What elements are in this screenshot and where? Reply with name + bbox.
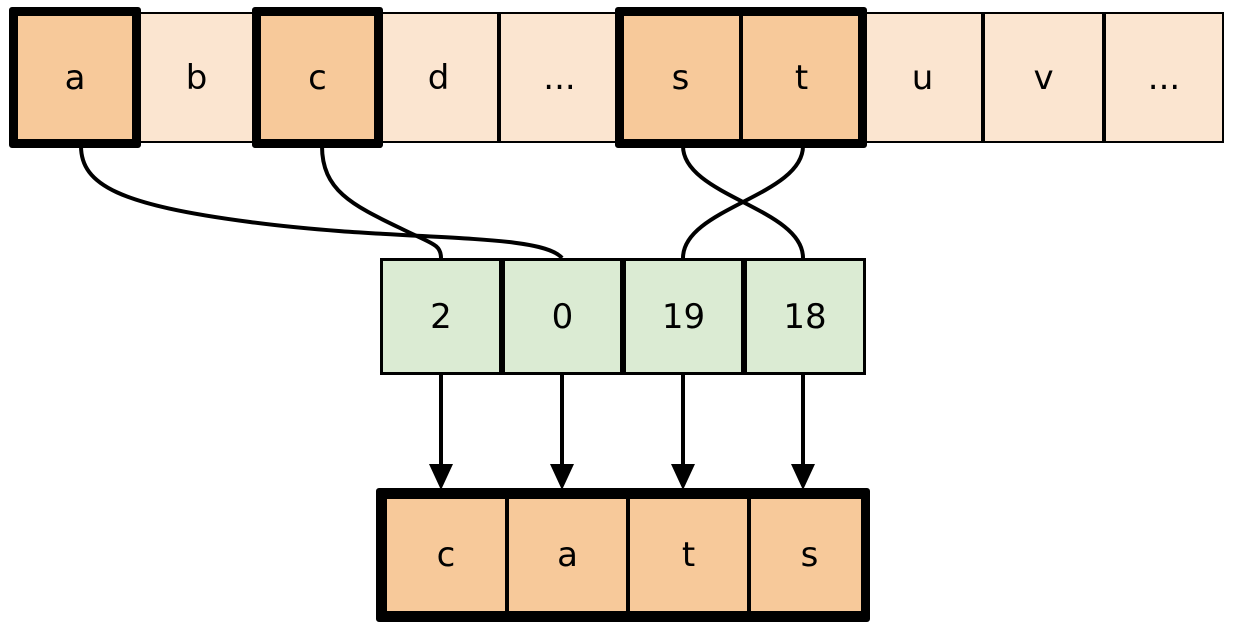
vocab-cell-d-label: d bbox=[427, 57, 450, 98]
output-cell-t[interactable]: t bbox=[628, 497, 749, 613]
index-cell-2[interactable]: 19 bbox=[623, 258, 744, 375]
output-cell-s[interactable]: s bbox=[749, 497, 870, 613]
vocab-cell-d[interactable]: d bbox=[378, 12, 499, 143]
output-cell-c[interactable]: c bbox=[385, 497, 507, 613]
index-cell-3-label: 18 bbox=[783, 296, 827, 337]
output-cell-c-label: c bbox=[436, 535, 456, 575]
vocab-cell-v-label: v bbox=[1033, 57, 1054, 98]
vocab-cell-ellipsis-right[interactable]: ... bbox=[1104, 12, 1224, 143]
index-cell-2-label: 19 bbox=[661, 296, 706, 337]
index-cell-0[interactable]: 2 bbox=[380, 258, 502, 375]
index-cell-0-label: 2 bbox=[430, 296, 452, 337]
vocab-cell-b-label: b bbox=[185, 57, 208, 98]
curve-a-to-index-0 bbox=[79, 145, 564, 260]
vocab-cell-ellipsis-left-label: ... bbox=[543, 57, 576, 98]
output-cell-a-label: a bbox=[557, 535, 578, 575]
vocab-cell-ellipsis-left[interactable]: ... bbox=[499, 12, 620, 143]
vocab-cell-s-label: s bbox=[671, 57, 690, 98]
arrow-index-2-to-output-t bbox=[671, 375, 695, 490]
curve-c-to-index-2 bbox=[320, 145, 443, 259]
index-cell-1[interactable]: 0 bbox=[502, 258, 623, 375]
arrow-index-0-to-output-c bbox=[429, 375, 453, 490]
vocab-cell-c[interactable]: c bbox=[257, 12, 378, 143]
vocab-cell-u-label: u bbox=[911, 57, 934, 98]
curve-t-to-index-19 bbox=[681, 145, 805, 259]
output-cell-t-label: t bbox=[681, 535, 696, 575]
vocab-cell-a[interactable]: a bbox=[14, 12, 136, 143]
vocab-cell-c-label: c bbox=[308, 57, 327, 98]
output-cell-a[interactable]: a bbox=[507, 497, 628, 613]
arrow-index-1-to-output-a bbox=[550, 375, 574, 490]
index-cell-1-label: 0 bbox=[551, 296, 574, 337]
vocab-cell-a-label: a bbox=[64, 57, 86, 98]
arrow-index-3-to-output-s bbox=[791, 375, 815, 490]
vocab-cell-ellipsis-right-label: ... bbox=[1147, 57, 1181, 98]
index-cell-3[interactable]: 18 bbox=[744, 258, 866, 375]
vocab-cell-v[interactable]: v bbox=[983, 12, 1104, 143]
vocab-cell-u[interactable]: u bbox=[862, 12, 983, 143]
output-cell-s-label: s bbox=[800, 535, 819, 575]
curve-s-to-index-18 bbox=[681, 145, 805, 259]
output-row: c a t s bbox=[376, 488, 870, 622]
vocab-cell-s[interactable]: s bbox=[620, 12, 741, 143]
vocab-cell-b[interactable]: b bbox=[136, 12, 257, 143]
index-row: 2 0 19 18 bbox=[380, 258, 866, 375]
vocab-cell-t-label: t bbox=[794, 57, 809, 98]
vocabulary-row: a b c d ... s t u v ... bbox=[9, 7, 1224, 148]
vocab-cell-t[interactable]: t bbox=[741, 12, 862, 143]
